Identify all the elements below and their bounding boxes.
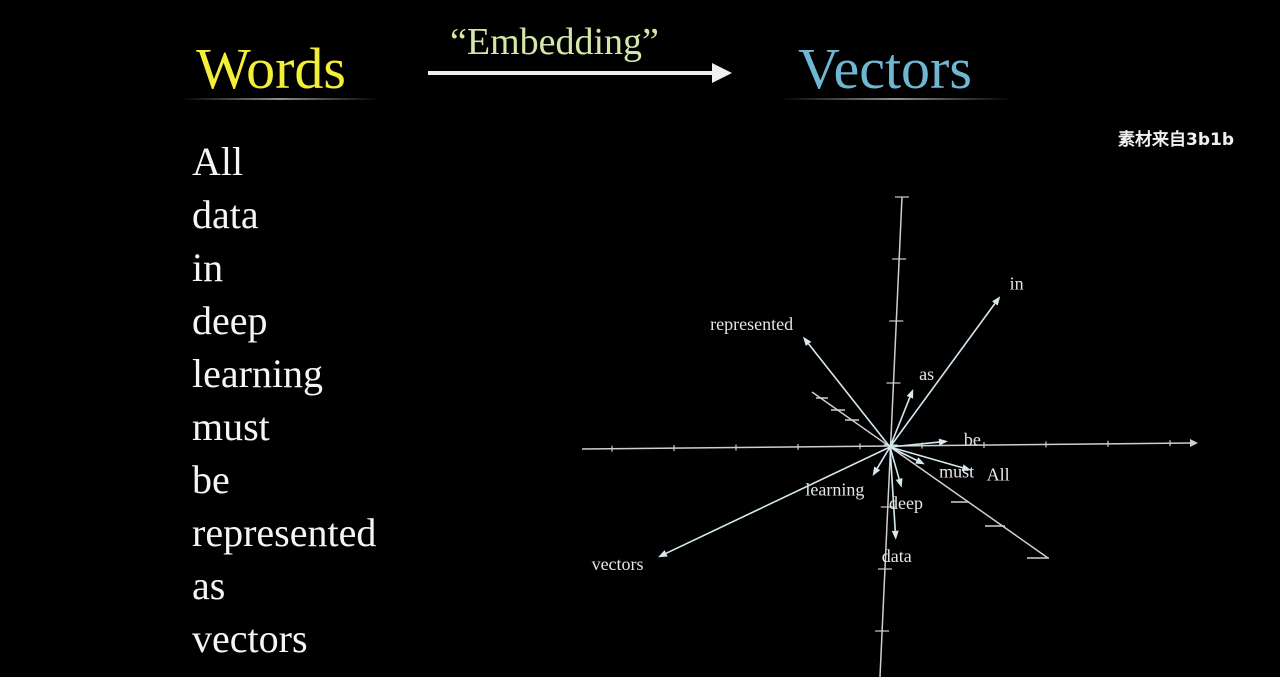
vector-arrow-vectors xyxy=(665,446,891,555)
vector-label-as: as xyxy=(919,364,934,384)
word-item-represented: represented xyxy=(192,510,377,555)
vector-arrowhead-represented xyxy=(803,336,812,347)
word-item-be: be xyxy=(192,457,230,502)
y-axis-line xyxy=(879,196,903,677)
vector-arrow-must xyxy=(889,446,918,462)
word-item-deep: deep xyxy=(192,298,268,343)
words-title-underline xyxy=(180,98,380,100)
vector-arrowhead-data xyxy=(891,530,899,540)
word-list: All data in deep learning must be represented as… xyxy=(192,140,376,670)
vector-arrow-all xyxy=(889,446,963,469)
vector-arrowhead-all xyxy=(961,464,972,472)
vectors-title: Vectors xyxy=(798,36,972,101)
vector-label-in: in xyxy=(1010,273,1024,293)
vector-label-represented: represented xyxy=(710,314,793,334)
word-item-learning: learning xyxy=(192,351,324,396)
vector-arrowhead-in xyxy=(992,296,1001,306)
vector-arrow-learning xyxy=(876,446,891,469)
vector-arrow-represented xyxy=(807,343,891,448)
vector-label-must: must xyxy=(939,462,974,482)
vector-label-all: All xyxy=(987,465,1010,485)
vector-label-be: be xyxy=(964,430,981,450)
vectors-title-underline xyxy=(780,98,1012,100)
vector-arrow-be xyxy=(889,441,940,448)
vector-arrowhead-as xyxy=(906,389,914,399)
embedding-arrow xyxy=(428,63,732,83)
vector-label-data: data xyxy=(882,546,912,566)
vector-arrow-as xyxy=(889,397,911,448)
vector-arrowhead-vectors xyxy=(658,550,668,558)
word-item-as: as xyxy=(192,563,226,608)
word-item-vectors: vectors xyxy=(192,616,308,661)
word-item-all: All xyxy=(192,139,244,184)
embedding-label: “Embedding” xyxy=(450,21,659,63)
x-axis-line xyxy=(581,442,1191,450)
watermark-text: 素材来自3b1b xyxy=(1118,130,1234,150)
plot-axes xyxy=(581,196,1198,677)
words-title: Words xyxy=(196,36,346,101)
vector-arrowhead-deep xyxy=(895,477,903,488)
vector-label-learning: learning xyxy=(805,480,864,500)
vector-arrowhead-must xyxy=(915,457,925,465)
x-axis-arrowhead xyxy=(1190,439,1198,447)
vector-arrow-in xyxy=(889,302,996,448)
vector-arrowhead-learning xyxy=(872,466,881,476)
word-item-in: in xyxy=(192,245,224,290)
vector-arrow-data xyxy=(889,446,897,531)
vector-label-vectors: vectors xyxy=(592,554,644,574)
z-axis-line xyxy=(811,391,1049,559)
word-item-data: data xyxy=(192,192,259,237)
vector-arrow-deep xyxy=(889,446,900,480)
word-item-must: must xyxy=(192,404,270,449)
vector-arrowhead-be xyxy=(938,438,948,446)
vector-label-deep: deep xyxy=(889,493,923,513)
